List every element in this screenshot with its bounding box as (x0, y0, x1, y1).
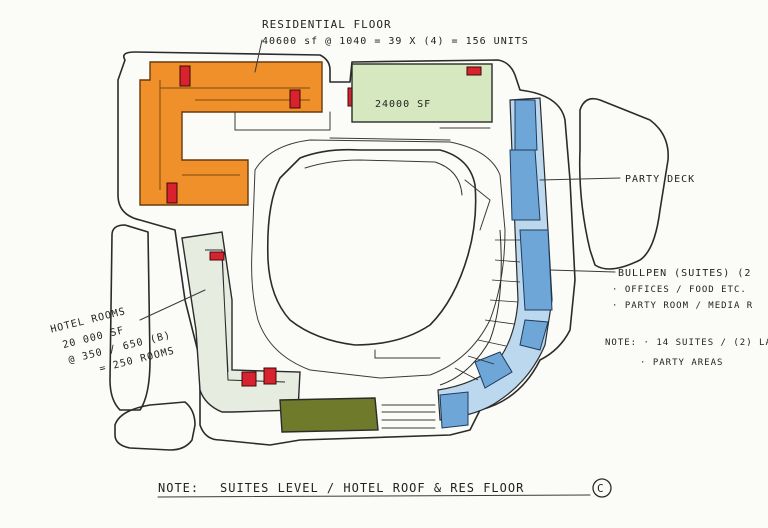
core-red-3 (166, 182, 178, 204)
residential-title: RESIDENTIAL FLOOR (262, 18, 392, 31)
site-sw-blob (114, 401, 196, 451)
olive-block (279, 397, 379, 433)
footer-underline (157, 494, 591, 498)
suites-crescent (437, 97, 553, 429)
footer-circle-mark (592, 478, 612, 498)
inner-walls (234, 111, 491, 359)
note-line-2: · PARTY AREAS (640, 358, 723, 368)
bullpen-line-2: · OFFICES / FOOD ETC. (612, 285, 747, 295)
site-inner-boundary (251, 139, 506, 379)
site-east-blob (578, 97, 669, 270)
core-red-1 (179, 65, 191, 87)
residential-block (139, 61, 323, 206)
hotel-annotation: HOTEL ROOMS 20 000 SF @ 350 / 650 (B) = … (49, 306, 176, 375)
leader-bullpen (549, 269, 616, 273)
playing-field (266, 148, 477, 346)
south-stair (381, 404, 436, 429)
hotel-block (181, 231, 301, 413)
footer-text: SUITES LEVEL / HOTEL ROOF & RES FLOOR (220, 481, 524, 495)
site-boundary (117, 51, 576, 446)
core-red-2 (289, 89, 301, 109)
bullpen-line-3: · PARTY ROOM / MEDIA R (612, 301, 753, 311)
field-grass-line (304, 159, 463, 196)
core-red-8 (263, 367, 277, 385)
green-area-label: 24000 SF (375, 99, 431, 110)
site-west-blob (109, 224, 151, 411)
leader-residential (254, 39, 263, 73)
residential-calc: 40600 sf @ 1040 = 39 X (4) = 156 UNITS (262, 36, 529, 47)
leader-party-deck (539, 177, 621, 181)
footer-circle-c: C (597, 482, 605, 495)
leader-hotel (139, 289, 206, 321)
bullpen-line-1: BULLPEN (SUITES) (2 (618, 268, 751, 279)
core-red-6 (209, 251, 225, 261)
note-line-1: NOTE: · 14 SUITES / (2) LA (605, 338, 768, 348)
party-deck-label: PARTY DECK (625, 174, 695, 185)
core-red-5 (466, 66, 482, 76)
footer-note: NOTE: (158, 481, 199, 495)
core-red-7 (241, 371, 257, 387)
green-lawn-area: 24000 SF (351, 63, 493, 123)
